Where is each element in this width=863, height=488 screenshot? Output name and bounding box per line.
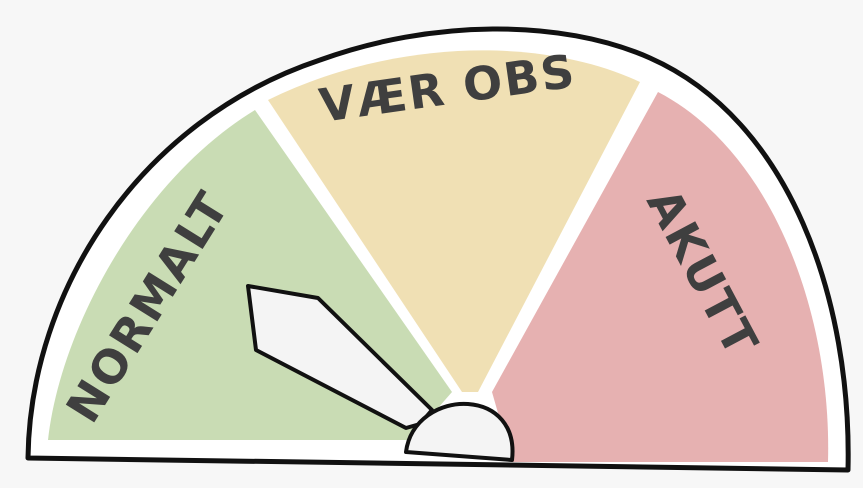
gauge-svg: NORMALT VÆR OBS AKUTT	[0, 0, 863, 488]
gauge-meter: NORMALT VÆR OBS AKUTT	[0, 0, 863, 488]
